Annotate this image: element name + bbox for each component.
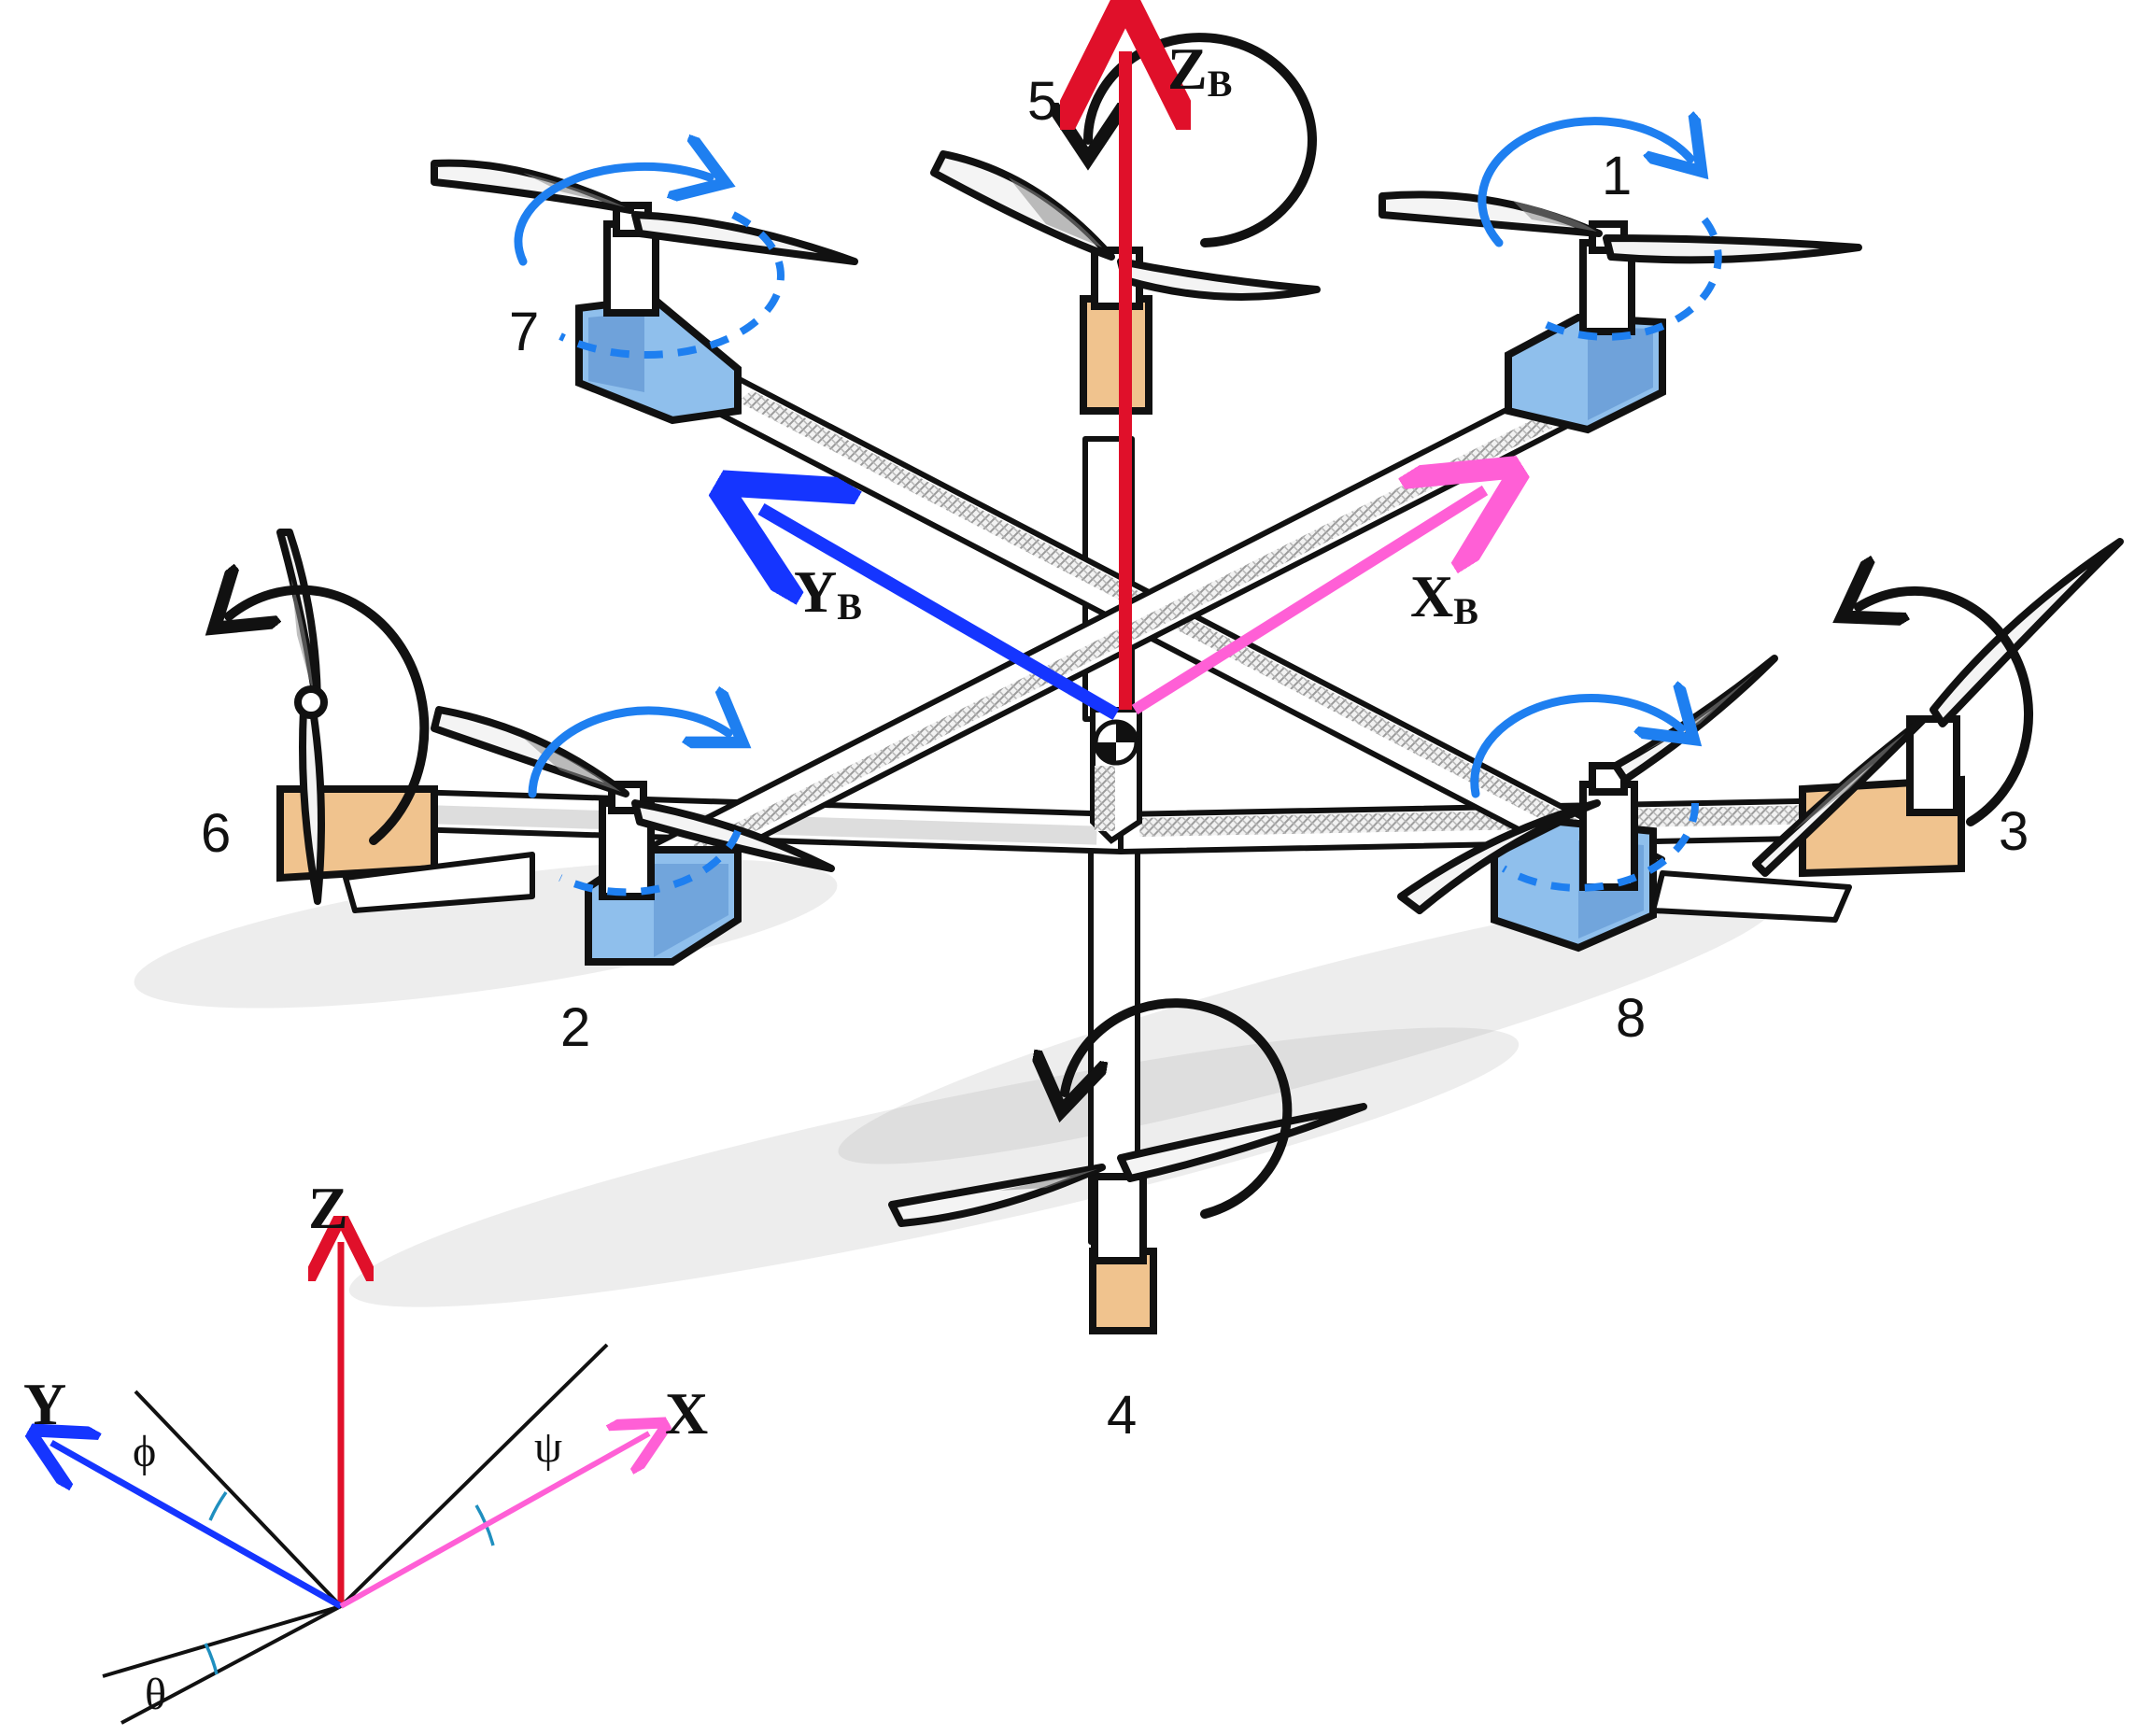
psi-label: ψ (534, 1422, 562, 1472)
motor-label-4: 4 (1107, 1385, 1137, 1446)
yb-axis-arrow (761, 509, 1120, 721)
motor-2 (431, 710, 835, 966)
motor-8 (1397, 655, 1852, 953)
center-of-gravity-icon (1093, 719, 1139, 766)
motor-label-2: 2 (560, 997, 590, 1058)
body-axis-labels: ZB YB XB (794, 35, 1478, 632)
motor-label-5: 5 (1027, 71, 1057, 132)
y-axis-label: Y (23, 1371, 66, 1437)
theta-reference-line-upper (102, 1604, 342, 1678)
motor-labels: 1 2 3 4 5 6 7 8 (201, 71, 2029, 1446)
yb-axis-label: YB (794, 558, 862, 628)
motor-label-8: 8 (1616, 988, 1646, 1049)
motor-1 (1378, 121, 1862, 434)
motor-label-7: 7 (509, 302, 539, 362)
z-axis-label: Z (308, 1175, 348, 1241)
phi-reference-line (134, 1390, 343, 1608)
xb-axis-arrow (1131, 490, 1485, 715)
zb-axis-label: ZB (1167, 35, 1232, 105)
motor-5 (930, 33, 1321, 415)
phi-arc (208, 1490, 228, 1521)
body-axes (761, 51, 1485, 721)
x-axis-label: X (665, 1380, 708, 1447)
motor-7 (431, 163, 858, 425)
phi-label: ϕ (133, 1427, 156, 1476)
y-axis-arrow (51, 1443, 343, 1610)
x-axis-arrow (339, 1433, 649, 1609)
motor-label-3: 3 (1999, 801, 2029, 862)
motor-3 (1752, 538, 2124, 878)
motor-6 (229, 529, 535, 913)
inertial-frame: Z Y X ϕ ψ θ (23, 1175, 708, 1725)
xb-axis-label: XB (1410, 563, 1478, 632)
theta-reference-line-lower (120, 1604, 342, 1725)
theta-label: θ (145, 1670, 166, 1719)
psi-reference-line (339, 1343, 609, 1608)
motor-label-1: 1 (1602, 146, 1632, 206)
motor-4 (888, 998, 1367, 1334)
motor-label-6: 6 (201, 803, 231, 864)
theta-arc (204, 1643, 219, 1675)
